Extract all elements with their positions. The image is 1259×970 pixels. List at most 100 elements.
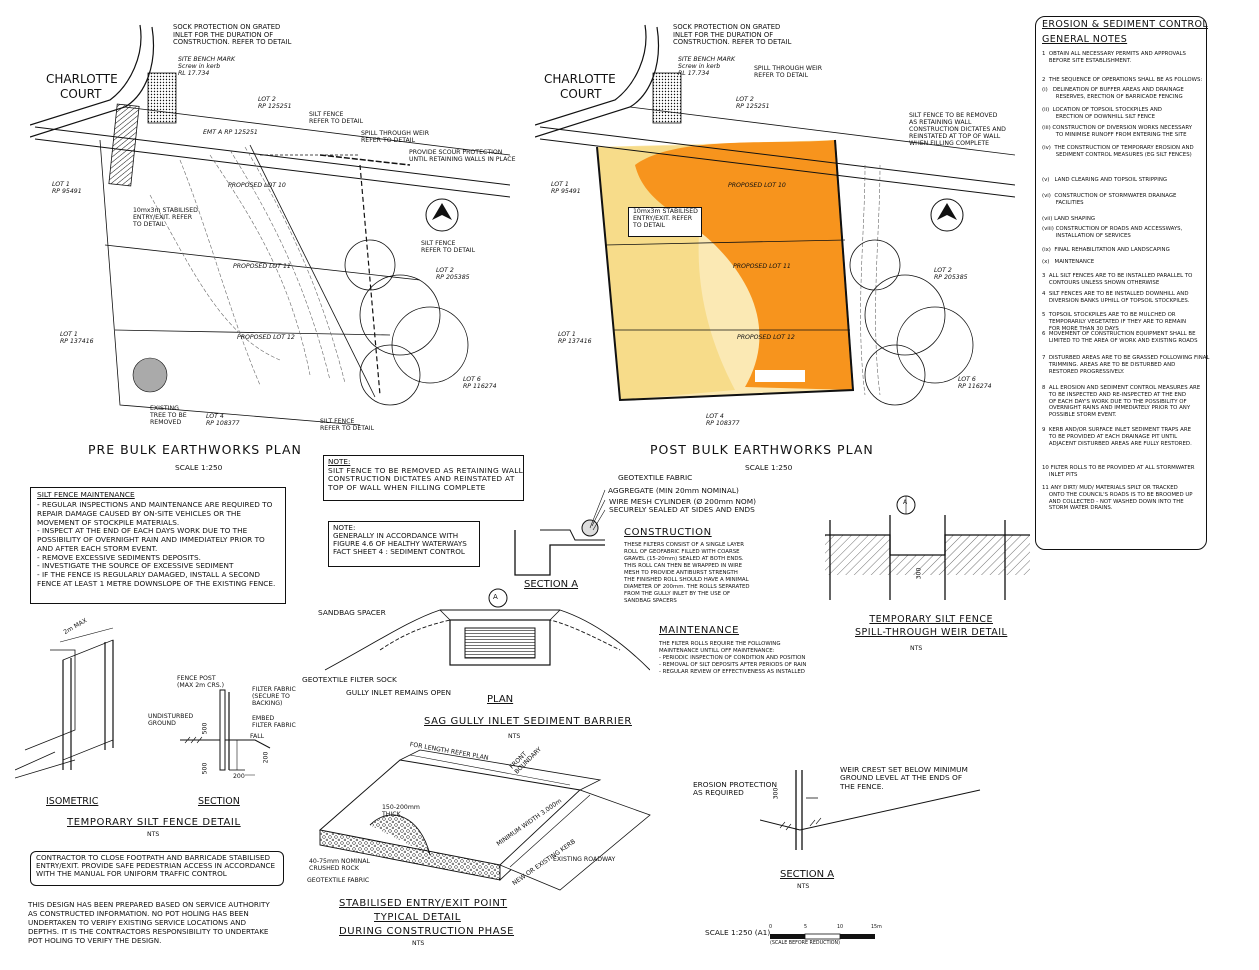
prop12-label: PROPOSED LOT 12 [237, 334, 295, 341]
scale-t10: 10 [837, 925, 844, 930]
entry-thick: 150-200mm THICK [382, 804, 420, 818]
silt-fence-ref-3: SILT FENCE REFER TO DETAIL [320, 418, 375, 432]
silt-maintenance-text: - REGULAR INSPECTIONS AND MAINTENANCE AR… [37, 500, 276, 588]
weir-marker: A [903, 499, 908, 506]
post-prop11-label: PROPOSED LOT 11 [733, 263, 791, 270]
sag-marker: A [493, 593, 498, 601]
spill-weir-ref: SPILL THROUGH WEIR REFER TO DETAIL [361, 130, 430, 144]
pre-plan-title: PRE BULK EARTHWORKS PLAN [88, 442, 302, 457]
silt-fence-ref-1: SILT FENCE REFER TO DETAIL [309, 111, 364, 125]
general-note-item: (x) MAINTENANCE [1042, 259, 1095, 265]
general-note-item: 6 MOVEMENT OF CONSTRUCTION EQUIPMENT SHA… [1042, 331, 1198, 344]
general-notes-subtitle: GENERAL NOTES [1042, 34, 1128, 45]
post-spill-weir: SPILL THROUGH WEIR REFER TO DETAIL [754, 65, 823, 79]
dim-200-a: 200 [262, 751, 270, 764]
entry-geo: GEOTEXTILE FABRIC [307, 877, 370, 884]
post-prop12-label: PROPOSED LOT 12 [737, 334, 795, 341]
entry-title-3: DURING CONSTRUCTION PHASE [339, 926, 515, 937]
dim-500-b: 500 [201, 762, 209, 775]
silt-maintenance-box: SILT FENCE MAINTENANCE - REGULAR INSPECT… [30, 487, 286, 604]
silt-fence-ref-2: SILT FENCE REFER TO DETAIL [421, 240, 476, 254]
entry-exit-drawing [318, 749, 651, 891]
general-note-item: (ii) LOCATION OF TOPSOIL STOCKPILES AND … [1042, 107, 1162, 120]
sag-gully-open: GULLY INLET REMAINS OPEN [346, 688, 452, 697]
general-note-item: 7 DISTURBED AREAS ARE TO BE GRASSED FOLL… [1042, 355, 1210, 375]
entry-crushed: 40-75mm NOMINAL CRUSHED ROCK [309, 858, 370, 872]
note-box-1-heading: NOTE: [328, 457, 351, 466]
silt-maintenance-heading: SILT FENCE MAINTENANCE [37, 490, 135, 499]
prop11-label: PROPOSED LOT 11 [233, 263, 291, 270]
post-entry-note: 10mx3m STABILISED ENTRY/EXIT. REFER TO D… [633, 208, 698, 229]
note-box-2: NOTE: GENERALLY IN ACCORDANCE WITH FIGUR… [328, 521, 480, 567]
dim-200-b: 200 [233, 773, 245, 780]
general-note-item: 4 SILT FENCES ARE TO BE INSTALLED DOWNHI… [1042, 291, 1190, 304]
general-note-item: 3 ALL SILT FENCES ARE TO BE INSTALLED PA… [1042, 273, 1193, 286]
lot1b-label: LOT 1 RP 137416 [60, 331, 94, 345]
general-notes-title: EROSION & SEDIMENT CONTROL [1042, 19, 1209, 30]
scour-note: PROVIDE SCOUR PROTECTION UNTIL RETAINING… [409, 149, 516, 163]
general-note-item: (vi) CONSTRUCTION OF STORMWATER DRAINAGE… [1042, 193, 1177, 206]
post-lot4-label: LOT 4 RP 108377 [706, 413, 740, 427]
post-court-label: COURT [560, 87, 602, 101]
general-note-item: (iv) THE CONSTRUCTION OF TEMPORARY EROSI… [1042, 145, 1194, 158]
general-note-item: (v) LAND CLEARING AND TOPSOIL STRIPPING [1042, 177, 1168, 183]
sag-nts: NTS [508, 733, 521, 740]
sag-maintenance-heading: MAINTENANCE [659, 625, 740, 636]
silt-fence-isometric [15, 627, 271, 779]
dim-500-a: 500 [201, 722, 209, 735]
weir-dim-300: 300 [915, 567, 923, 580]
entry-nts: NTS [412, 940, 425, 947]
sag-sandbag: SANDBAG SPACER [318, 608, 386, 617]
charlotte-label: CHARLOTTE [46, 72, 118, 86]
note-box-1-text: SILT FENCE TO BE REMOVED AS RETAINING WA… [328, 466, 524, 492]
section-a2-dim: 300 [772, 787, 780, 800]
section-a-drawing [760, 770, 981, 850]
post-lot2-label: LOT 2 RP 125251 [736, 96, 770, 110]
sag-wire-mesh: WIRE MESH CYLINDER (Ø 200mm NOM) SECUREL… [609, 497, 757, 515]
general-note-item: 8 ALL EROSION AND SEDIMENT CONTROL MEASU… [1042, 385, 1201, 418]
weir-drawing [825, 495, 1030, 600]
general-note-item: 2 THE SEQUENCE OF OPERATIONS SHALL BE AS… [1042, 77, 1203, 83]
fence-post-label: FENCE POST (MAX 2m CRS.) [177, 675, 225, 689]
lot2b-label: LOT 2 RP 205385 [436, 267, 470, 281]
lot6-label: LOT 6 RP 116274 [463, 376, 497, 390]
post-lot6-label: LOT 6 RP 116274 [958, 376, 992, 390]
entry-roadway: EXISTING ROADWAY [553, 856, 616, 863]
sag-section-a: SECTION A [524, 579, 579, 590]
sag-plan-label: PLAN [487, 694, 514, 705]
section-label: SECTION [198, 796, 240, 807]
sag-maintenance-text: THE FILTER ROLLS REQUIRE THE FOLLOWING M… [659, 641, 807, 676]
post-sock-note: SOCK PROTECTION ON GRATED INLET FOR THE … [673, 23, 792, 47]
lot2-label: LOT 2 RP 125251 [258, 96, 292, 110]
weir-nts: NTS [910, 645, 923, 652]
scale-label: SCALE 1:250 (A1) [705, 928, 771, 937]
section-a2-nts: NTS [797, 883, 810, 890]
scale-t0: 0 [769, 925, 773, 930]
court-label: COURT [60, 87, 102, 101]
prop10-label: PROPOSED LOT 10 [228, 182, 286, 189]
contractor-box: CONTRACTOR TO CLOSE FOOTPATH AND BARRICA… [30, 851, 284, 886]
weir-crest-note: WEIR CREST SET BELOW MINIMUM GROUND LEVE… [840, 765, 968, 791]
sag-filter-sock: GEOTEXTILE FILTER SOCK [302, 675, 397, 684]
contractor-text: CONTRACTOR TO CLOSE FOOTPATH AND BARRICA… [36, 853, 276, 879]
post-silt-remove: SILT FENCE TO BE REMOVED AS RETAINING WA… [909, 112, 1006, 147]
general-note-item: (ix) FINAL REHABILITATION AND LANDSCAPIN… [1042, 247, 1170, 253]
general-note-item: (vii) LAND SHAPING [1042, 216, 1096, 222]
section-a2-title: SECTION A [780, 869, 835, 880]
post-lot1a-label: LOT 1 RP 95491 [551, 181, 581, 195]
general-note-item: (iii) CONSTRUCTION OF DIVERSION WORKS NE… [1042, 125, 1193, 138]
entry-note: 10mx3m STABILISED ENTRY/EXIT. REFER TO D… [133, 207, 198, 228]
pre-plan-drawing [30, 24, 510, 426]
silt-detail-nts: NTS [147, 831, 160, 838]
general-notes-panel: EROSION & SEDIMENT CONTROL GENERAL NOTES… [1035, 16, 1210, 550]
silt-detail-title: TEMPORARY SILT FENCE DETAIL [67, 817, 241, 828]
bench-mark: SITE BENCH MARK Screw in kerb RL 17.734 [178, 56, 236, 77]
post-plan-scale: SCALE 1:250 [745, 463, 793, 472]
sag-construction-text: THESE FILTERS CONSIST OF A SINGLE LAYER … [624, 542, 750, 605]
post-bench-mark: SITE BENCH MARK Screw in kerb RL 17.734 [678, 56, 736, 77]
general-note-item: (viii) CONSTRUCTION OF ROADS AND ACCESSW… [1042, 226, 1183, 239]
isometric-label: ISOMETRIC [46, 796, 99, 807]
note-box-2-text: NOTE: GENERALLY IN ACCORDANCE WITH FIGUR… [333, 523, 467, 557]
scale-t5: 5 [804, 925, 808, 930]
post-lot1b-label: LOT 1 RP 137416 [558, 331, 592, 345]
